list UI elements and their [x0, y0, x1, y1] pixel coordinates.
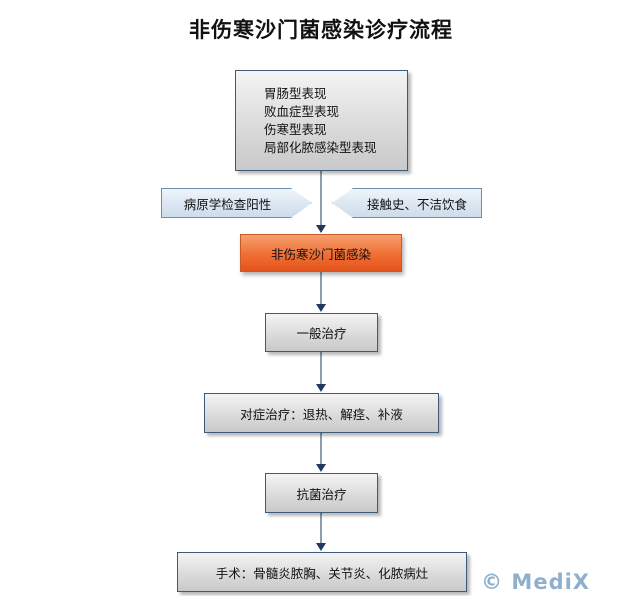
pathogen-positive-tag: 病原学检查阳性: [161, 188, 312, 218]
page-title: 非伤寒沙门菌感染诊疗流程: [189, 18, 453, 42]
manifestation-item: 伤寒型表现: [264, 121, 327, 137]
antibiotic-treatment-box: 抗菌治疗: [265, 473, 378, 513]
manifestation-item: 败血症型表现: [264, 103, 340, 119]
manifestation-item: 局部化脓感染型表现: [264, 139, 377, 155]
manifestation-item: 胃肠型表现: [264, 85, 327, 101]
medix-watermark: © MediX: [481, 570, 590, 594]
diagnosis-box: 非伤寒沙门菌感染: [240, 234, 402, 272]
symptomatic-treatment-box: 对症治疗：退热、解痉、补液: [204, 393, 439, 433]
exposure-history-tag: 接触史、不洁饮食: [332, 188, 482, 218]
general-treatment-box: 一般治疗: [265, 313, 378, 352]
manifestations-box: 胃肠型表现 败血症型表现 伤寒型表现 局部化脓感染型表现: [235, 70, 408, 171]
surgery-box: 手术：骨髓炎脓胸、关节炎、化脓病灶: [177, 552, 467, 592]
